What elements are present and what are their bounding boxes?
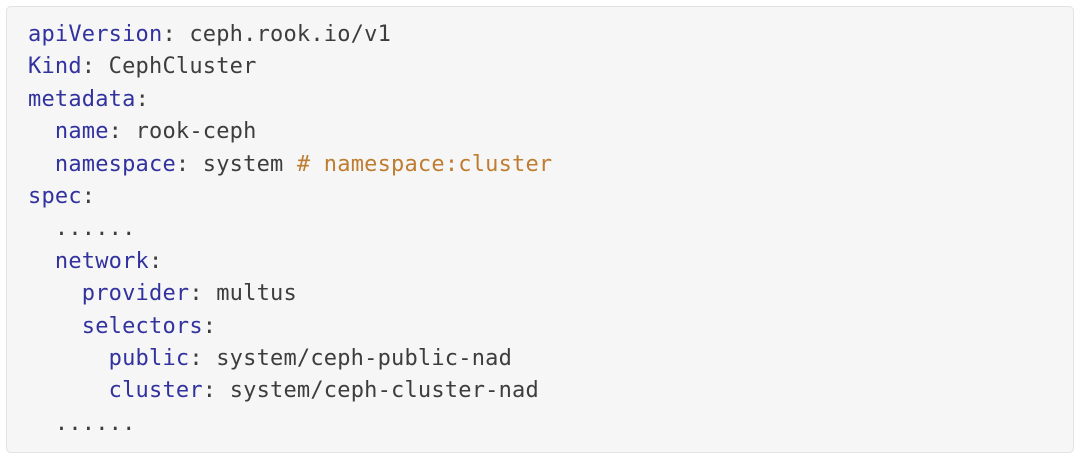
- token-punc: :: [189, 346, 217, 372]
- token-key: spec: [28, 184, 82, 210]
- token-punc: :: [81, 184, 96, 210]
- token-key: cluster: [108, 378, 203, 404]
- code-line: selectors:: [28, 311, 1053, 343]
- token-value: ceph.rook.io/v1: [189, 22, 392, 47]
- token-value: ......: [54, 410, 136, 436]
- token-key: public: [108, 346, 190, 372]
- code-line: metadata:: [28, 84, 1053, 116]
- token-value: CephCluster: [108, 54, 257, 80]
- token-punc: :: [189, 281, 217, 307]
- token-punc: :: [135, 86, 150, 112]
- indent: [28, 152, 55, 177]
- code-line: namespace: system # namespace:cluster: [28, 149, 1053, 181]
- token-punc: :: [81, 54, 109, 80]
- token-comment: # namespace:cluster: [296, 151, 553, 177]
- indent: [28, 281, 82, 306]
- indent: [28, 216, 55, 241]
- token-value: multus: [216, 281, 297, 307]
- code-line: public: system/ceph-public-nad: [28, 343, 1053, 375]
- indent: [28, 411, 55, 436]
- code-line: Kind: CephCluster: [28, 51, 1053, 83]
- token-value: system/ceph-cluster-nad: [229, 378, 539, 404]
- indent: [28, 119, 55, 144]
- indent: [28, 314, 82, 339]
- token-punc: :: [162, 22, 190, 47]
- token-key: name: [54, 119, 109, 145]
- code-line: name: rook-ceph: [28, 116, 1053, 148]
- token-key: provider: [81, 281, 190, 307]
- token-key: apiVersion: [28, 22, 163, 47]
- code-line: spec:: [28, 181, 1053, 213]
- token-punc: :: [175, 151, 203, 177]
- token-punc: :: [202, 313, 217, 339]
- token-punc: :: [149, 248, 163, 274]
- token-value: rook-ceph: [135, 119, 257, 145]
- token-key: metadata: [28, 86, 136, 112]
- token-key: namespace: [54, 151, 176, 177]
- code-line: ......: [28, 213, 1053, 245]
- code-line: cluster: system/ceph-cluster-nad: [28, 375, 1053, 407]
- token-value: system: [202, 151, 297, 177]
- code-line: provider: multus: [28, 278, 1053, 310]
- token-key: Kind: [28, 54, 82, 80]
- token-punc: :: [202, 378, 230, 404]
- indent: [28, 346, 109, 371]
- code-line: network:: [28, 246, 1053, 278]
- indent: [28, 378, 109, 403]
- code-line: ......: [28, 408, 1053, 440]
- token-value: ......: [54, 216, 136, 242]
- token-key: network: [54, 248, 150, 274]
- token-key: selectors: [81, 313, 203, 339]
- indent: [28, 249, 55, 274]
- token-value: system/ceph-public-nad: [216, 346, 513, 372]
- token-punc: :: [108, 119, 136, 145]
- code-line: apiVersion: ceph.rook.io/v1: [28, 19, 1053, 51]
